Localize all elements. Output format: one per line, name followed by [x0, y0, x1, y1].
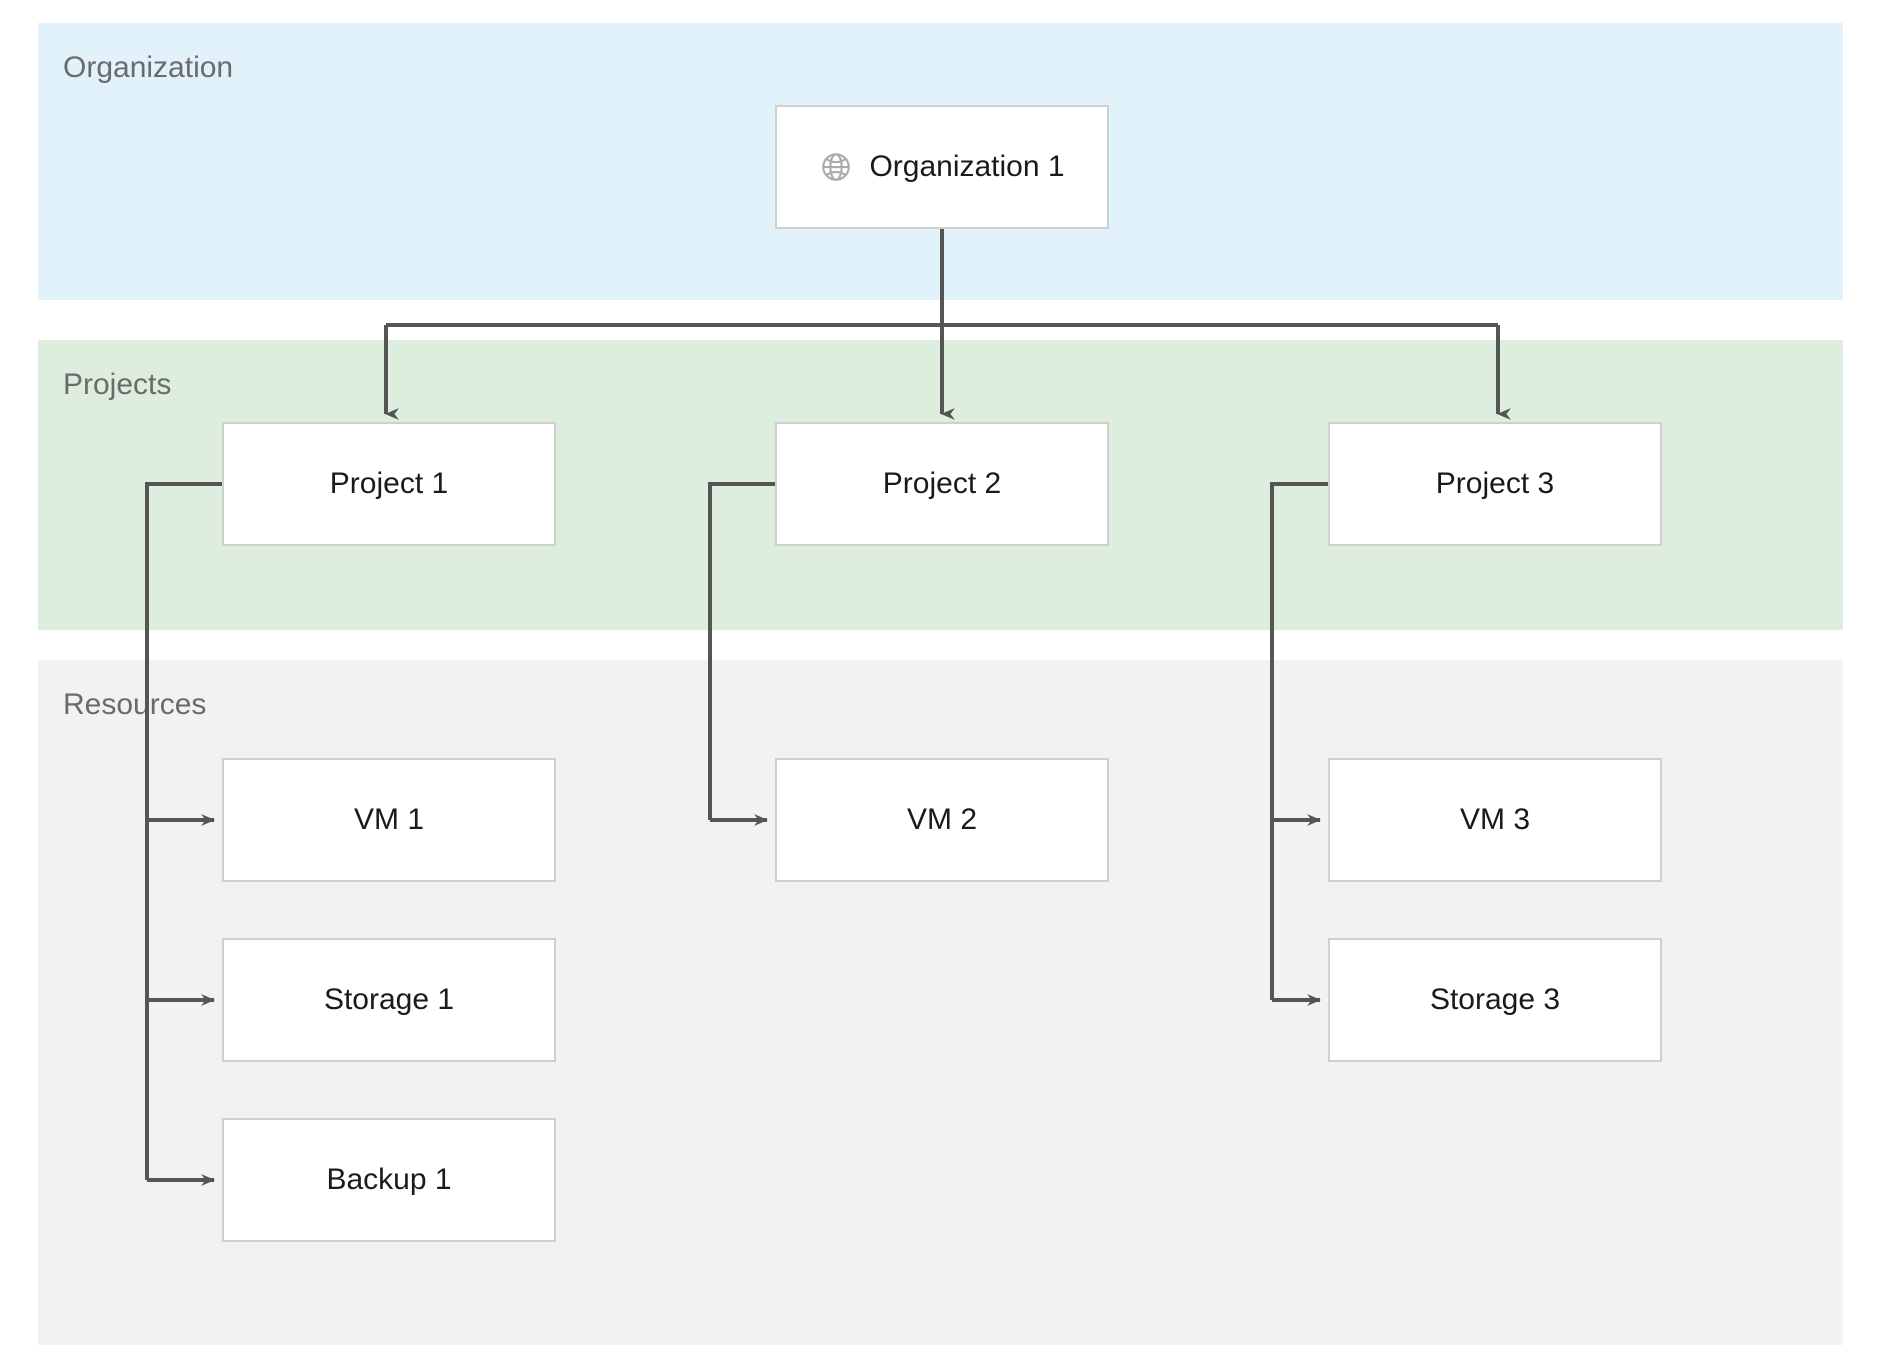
node-project-3[interactable]: Project 3: [1328, 422, 1662, 546]
node-label-storage-3: Storage 3: [1429, 983, 1561, 1016]
node-label-vm-1: VM 1: [353, 803, 425, 836]
band-label-organization: Organization: [63, 51, 234, 84]
band-label-resources: Resources: [63, 688, 207, 721]
node-label-vm-2: VM 2: [906, 803, 978, 836]
node-storage-3[interactable]: Storage 3: [1328, 938, 1662, 1062]
node-label-project-1: Project 1: [329, 467, 449, 500]
node-vm-1[interactable]: VM 1: [222, 758, 556, 882]
node-storage-1[interactable]: Storage 1: [222, 938, 556, 1062]
node-label-project-2: Project 2: [882, 467, 1002, 500]
node-vm-3[interactable]: VM 3: [1328, 758, 1662, 882]
node-label-organization-1: Organization 1: [869, 150, 1065, 183]
node-label-storage-1: Storage 1: [323, 983, 455, 1016]
node-label-project-3: Project 3: [1435, 467, 1555, 500]
node-organization-1[interactable]: Organization 1: [775, 105, 1109, 229]
node-backup-1[interactable]: Backup 1: [222, 1118, 556, 1242]
node-label-vm-3: VM 3: [1459, 803, 1531, 836]
globe-icon: [822, 153, 851, 181]
band-label-projects: Projects: [63, 368, 172, 401]
node-vm-2[interactable]: VM 2: [775, 758, 1109, 882]
node-project-1[interactable]: Project 1: [222, 422, 556, 546]
node-label-backup-1: Backup 1: [326, 1163, 452, 1196]
node-project-2[interactable]: Project 2: [775, 422, 1109, 546]
